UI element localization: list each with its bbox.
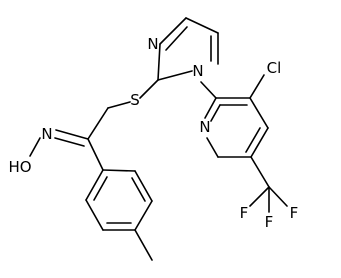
atom-ho: HO xyxy=(8,158,31,176)
atom-f-right: F xyxy=(290,204,299,222)
bond-c-n-oxime-double xyxy=(54,137,85,147)
bond-n3-c4-double xyxy=(165,26,188,51)
bond-n3-c4 xyxy=(159,17,187,45)
bond-c4-c5 xyxy=(185,17,219,34)
atom-f-bottom: F xyxy=(265,213,274,231)
bond-npy-py2-double xyxy=(210,104,221,122)
bond-py6-npy xyxy=(206,137,219,158)
bond-py3-cl xyxy=(249,74,265,99)
pyridine-ring xyxy=(200,74,270,188)
bond-py4-py5-double xyxy=(245,127,261,153)
atom-n-imidazole-ring: N xyxy=(192,62,203,80)
atom-s: S xyxy=(130,91,140,109)
trifluoromethyl-group xyxy=(249,186,288,213)
bond-py5-cf3 xyxy=(250,156,270,188)
bond-cf3-f-right xyxy=(268,186,288,207)
bond-ar5-ar6 xyxy=(85,199,104,231)
atom-f-left: F xyxy=(240,204,249,222)
atom-cl: Cl xyxy=(267,59,282,77)
bond-cf3-f-left xyxy=(249,186,270,207)
bond-ar3-ar4 xyxy=(134,200,153,231)
atom-n-imidazole-top: N xyxy=(147,35,158,53)
oxime-group xyxy=(29,129,89,157)
atom-labels: N N S Cl N N HO F F F xyxy=(8,35,298,231)
bond-c-oxime-ar xyxy=(87,138,104,171)
bond-py3-py4 xyxy=(249,97,269,129)
bond-s-ch2 xyxy=(107,101,131,109)
bond-n3-c2 xyxy=(157,43,161,81)
bond-c-n-oxime xyxy=(55,129,89,140)
thioether-linkage xyxy=(87,79,159,140)
bond-ar6-ar1 xyxy=(85,169,104,201)
bond-n-o-oxime xyxy=(29,137,41,157)
bond-n1-py2 xyxy=(200,81,217,99)
atom-n-pyridine: N xyxy=(199,118,210,136)
bond-ar4-methyl xyxy=(134,229,153,261)
bond-py4-py5 xyxy=(250,127,269,158)
bond-ar2-ar3 xyxy=(134,170,153,202)
bond-n1-c2 xyxy=(157,70,193,81)
bond-ar1-ar2 xyxy=(102,169,136,172)
bond-ar2-ar3-inner xyxy=(131,177,146,202)
bond-ar6-ar1-inner xyxy=(93,176,108,201)
imidazole-ring xyxy=(157,17,219,81)
bond-c2-s xyxy=(139,79,159,99)
bond-npy-py2 xyxy=(204,97,217,119)
tolyl-ring xyxy=(85,138,153,261)
atom-n-oxime: N xyxy=(41,125,52,143)
bond-ch2-c-oxime xyxy=(87,107,109,140)
